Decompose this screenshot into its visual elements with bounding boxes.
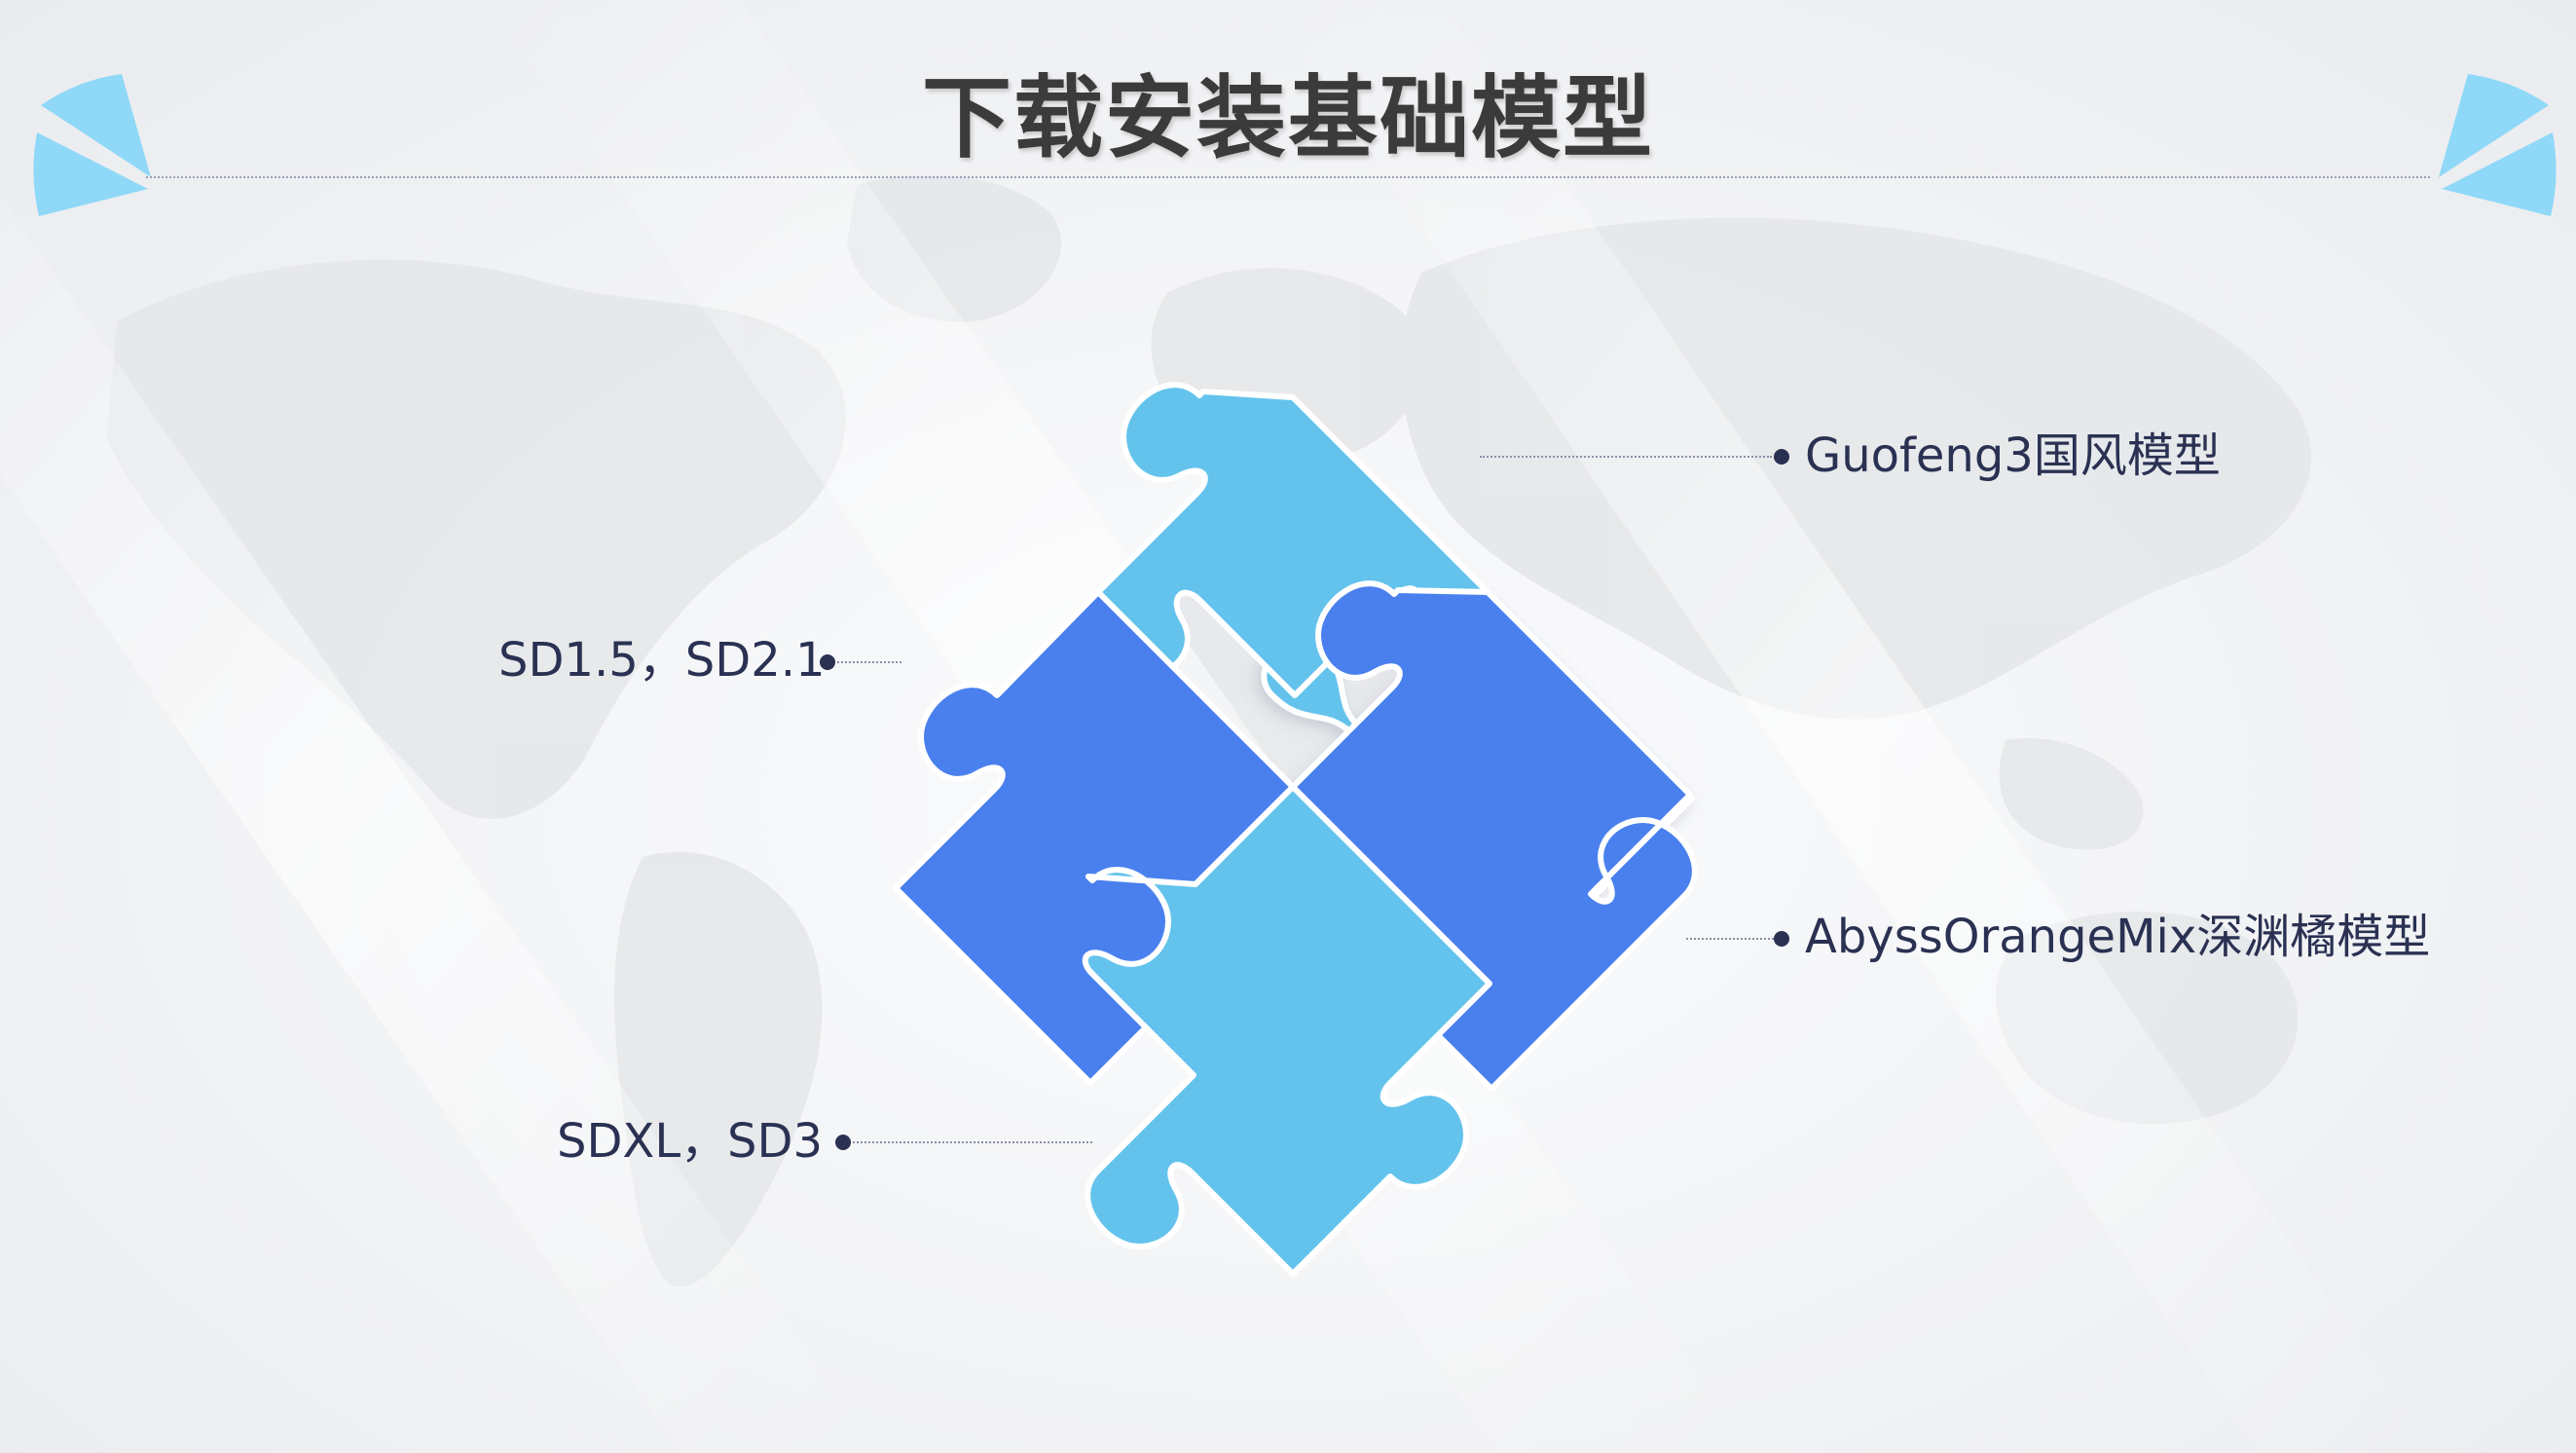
page-title: 下载安装基础模型 bbox=[921, 66, 1654, 170]
label-sd15: SD1.5，SD2.1 bbox=[498, 633, 826, 688]
puzzle-piece-bottom-light bbox=[1082, 784, 1492, 1277]
label-abyss: AbyssOrangeMix深渊橘模型 bbox=[1805, 910, 2431, 964]
bullet-dot-sd15 bbox=[820, 654, 835, 670]
corner-fan-right-icon bbox=[2439, 74, 2557, 216]
label-guofeng: Guofeng3国风模型 bbox=[1805, 428, 2221, 483]
leader-line-guofeng bbox=[1480, 456, 1772, 458]
bullet-dot-sdxl bbox=[835, 1135, 851, 1150]
bullet-dot-guofeng bbox=[1774, 449, 1789, 465]
leader-line-sdxl bbox=[849, 1141, 1092, 1143]
bullet-dot-abyss bbox=[1774, 931, 1789, 947]
label-sdxl: SDXL，SD3 bbox=[557, 1114, 824, 1169]
leader-line-sd15 bbox=[833, 661, 902, 663]
title-divider bbox=[146, 176, 2430, 178]
leader-line-abyss bbox=[1686, 938, 1774, 940]
corner-fan-left-icon bbox=[33, 74, 151, 216]
